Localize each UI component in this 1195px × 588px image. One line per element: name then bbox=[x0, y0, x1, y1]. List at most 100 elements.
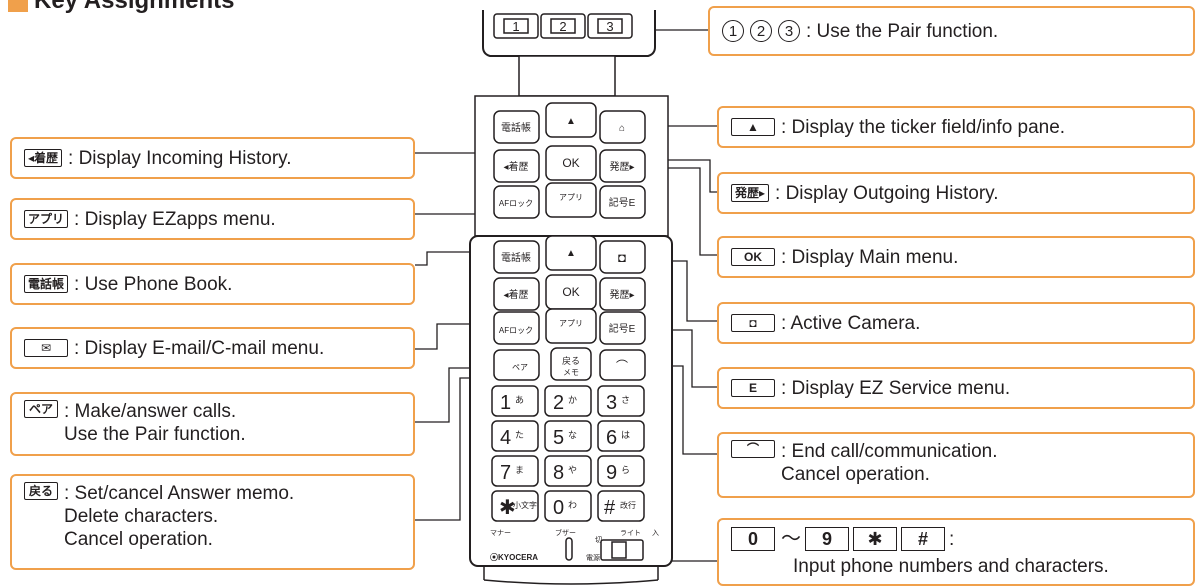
svg-text:アプリ: アプリ bbox=[559, 319, 583, 328]
title-marker bbox=[8, 0, 28, 12]
pair-key-1: 1 bbox=[722, 20, 744, 42]
svg-text:ブザー: ブザー bbox=[555, 528, 576, 537]
svg-text:⦿KYOCERA: ⦿KYOCERA bbox=[490, 552, 538, 562]
end-key: ⌒ bbox=[731, 440, 775, 458]
svg-text:⌂: ⌂ bbox=[619, 123, 625, 134]
svg-text:マナー: マナー bbox=[490, 529, 511, 537]
svg-text:⌒: ⌒ bbox=[616, 359, 628, 373]
digit-key-star: ✱ bbox=[853, 527, 897, 551]
svg-text:ペア: ペア bbox=[512, 363, 528, 372]
svg-text:アプリ: アプリ bbox=[559, 193, 583, 202]
phonebook-key: 電話帳 bbox=[24, 275, 69, 293]
svg-text:OK: OK bbox=[562, 156, 579, 170]
svg-text:わ: わ bbox=[568, 500, 577, 510]
svg-text:◂着歴: ◂着歴 bbox=[503, 160, 528, 173]
callout-incoming: ◂着歴 : Display Incoming History. bbox=[10, 137, 415, 179]
callout-memo: 戻る : Set/cancel Answer memo. Delete char… bbox=[10, 474, 415, 570]
ticker-text: : Display the ticker field/info pane. bbox=[781, 116, 1066, 138]
ezapps-text: : Display EZapps menu. bbox=[74, 208, 276, 230]
upper-keys bbox=[493, 102, 646, 219]
svg-text:5: 5 bbox=[553, 427, 564, 449]
callout-ezapps: アプリ : Display EZapps menu. bbox=[10, 198, 415, 240]
memo-key: 戻る bbox=[24, 482, 58, 500]
digit-key-9: 9 bbox=[805, 527, 849, 551]
svg-text:入: 入 bbox=[652, 529, 659, 537]
svg-text:記号E: 記号E bbox=[609, 322, 636, 335]
mainmenu-key: OK bbox=[731, 248, 775, 266]
svg-text:な: な bbox=[568, 430, 577, 440]
svg-text:OK: OK bbox=[562, 285, 579, 299]
camera-key: ◘ bbox=[731, 314, 775, 332]
calls-text: : Make/answer calls. Use the Pair functi… bbox=[64, 401, 246, 445]
callout-ez: E : Display EZ Service menu. bbox=[717, 367, 1195, 409]
incoming-text: : Display Incoming History. bbox=[68, 147, 292, 169]
svg-text:◘: ◘ bbox=[618, 250, 626, 265]
svg-text:#: # bbox=[604, 497, 616, 519]
svg-text:や: や bbox=[568, 465, 577, 475]
svg-text:発歴▸: 発歴▸ bbox=[609, 288, 634, 301]
end-text: : End call/communication. Cancel operati… bbox=[781, 441, 998, 485]
top-key-1: 1 bbox=[512, 19, 519, 34]
svg-text:4: 4 bbox=[500, 427, 511, 449]
outgoing-text: : Display Outgoing History. bbox=[775, 182, 999, 204]
calls-key: ペア bbox=[24, 400, 58, 418]
phonebook-text: : Use Phone Book. bbox=[74, 273, 233, 295]
svg-text:メモ: メモ bbox=[563, 368, 579, 377]
lower-keys bbox=[493, 235, 646, 381]
callout-phonebook: 電話帳 : Use Phone Book. bbox=[10, 263, 415, 305]
digits-tilde: ～ bbox=[781, 527, 801, 550]
callout-camera: ◘ : Active Camera. bbox=[717, 302, 1195, 344]
svg-text:発歴▸: 発歴▸ bbox=[609, 160, 634, 173]
svg-text:は: は bbox=[621, 430, 630, 440]
callout-outgoing: 発歴▸ : Display Outgoing History. bbox=[717, 172, 1195, 214]
email-key: ✉ bbox=[24, 339, 68, 357]
digit-key-hash: # bbox=[901, 527, 945, 551]
svg-text:AFロック: AFロック bbox=[499, 199, 533, 208]
pair-text: : Use the Pair function. bbox=[806, 20, 999, 42]
svg-text:8: 8 bbox=[553, 462, 564, 484]
svg-text:ライト: ライト bbox=[620, 529, 641, 537]
ezapps-key: アプリ bbox=[24, 210, 69, 228]
svg-text:切: 切 bbox=[595, 536, 602, 544]
svg-text:◂着歴: ◂着歴 bbox=[503, 288, 528, 301]
svg-text:ま: ま bbox=[515, 465, 524, 475]
callout-calls: ペア : Make/answer calls. Use the Pair fun… bbox=[10, 392, 415, 456]
svg-text:小文字: 小文字 bbox=[513, 500, 537, 510]
camera-text: : Active Camera. bbox=[781, 312, 921, 334]
svg-text:さ: さ bbox=[621, 395, 630, 405]
digits-colon: : bbox=[949, 528, 955, 550]
page-title: Key Assignments bbox=[34, 0, 235, 14]
callout-pair: 1 2 3 : Use the Pair function. bbox=[708, 6, 1195, 56]
power-switch bbox=[565, 537, 644, 561]
svg-text:2: 2 bbox=[553, 392, 564, 414]
svg-text:1: 1 bbox=[500, 392, 511, 414]
top-key-2: 2 bbox=[559, 19, 566, 34]
digits-text: Input phone numbers and characters. bbox=[793, 556, 1109, 577]
svg-text:9: 9 bbox=[606, 462, 617, 484]
svg-text:改行: 改行 bbox=[620, 500, 636, 510]
callout-ticker: ▲ : Display the ticker field/info pane. bbox=[717, 106, 1195, 148]
top-key-3: 3 bbox=[606, 19, 613, 34]
numpad-keys bbox=[491, 385, 645, 522]
ez-text: : Display EZ Service menu. bbox=[781, 377, 1011, 399]
callout-end: ⌒ : End call/communication. Cancel opera… bbox=[717, 432, 1195, 498]
svg-text:た: た bbox=[515, 430, 524, 440]
svg-text:▲: ▲ bbox=[566, 248, 576, 259]
svg-text:0: 0 bbox=[553, 497, 564, 519]
svg-text:電話帳: 電話帳 bbox=[501, 121, 531, 134]
digit-key-0: 0 bbox=[731, 527, 775, 551]
svg-text:AFロック: AFロック bbox=[499, 326, 533, 335]
ticker-key: ▲ bbox=[731, 118, 775, 136]
svg-text:✱: ✱ bbox=[499, 497, 516, 519]
ez-key: E bbox=[731, 379, 775, 397]
callout-email: ✉ : Display E-mail/C-mail menu. bbox=[10, 327, 415, 369]
pair-key-3: 3 bbox=[778, 20, 800, 42]
svg-text:あ: あ bbox=[515, 395, 524, 405]
svg-text:か: か bbox=[568, 395, 577, 405]
svg-text:記号E: 記号E bbox=[609, 196, 636, 209]
svg-text:7: 7 bbox=[500, 462, 511, 484]
svg-text:電話帳: 電話帳 bbox=[501, 251, 531, 264]
svg-text:戻る: 戻る bbox=[562, 355, 580, 366]
memo-text: : Set/cancel Answer memo. Delete charact… bbox=[64, 483, 295, 550]
